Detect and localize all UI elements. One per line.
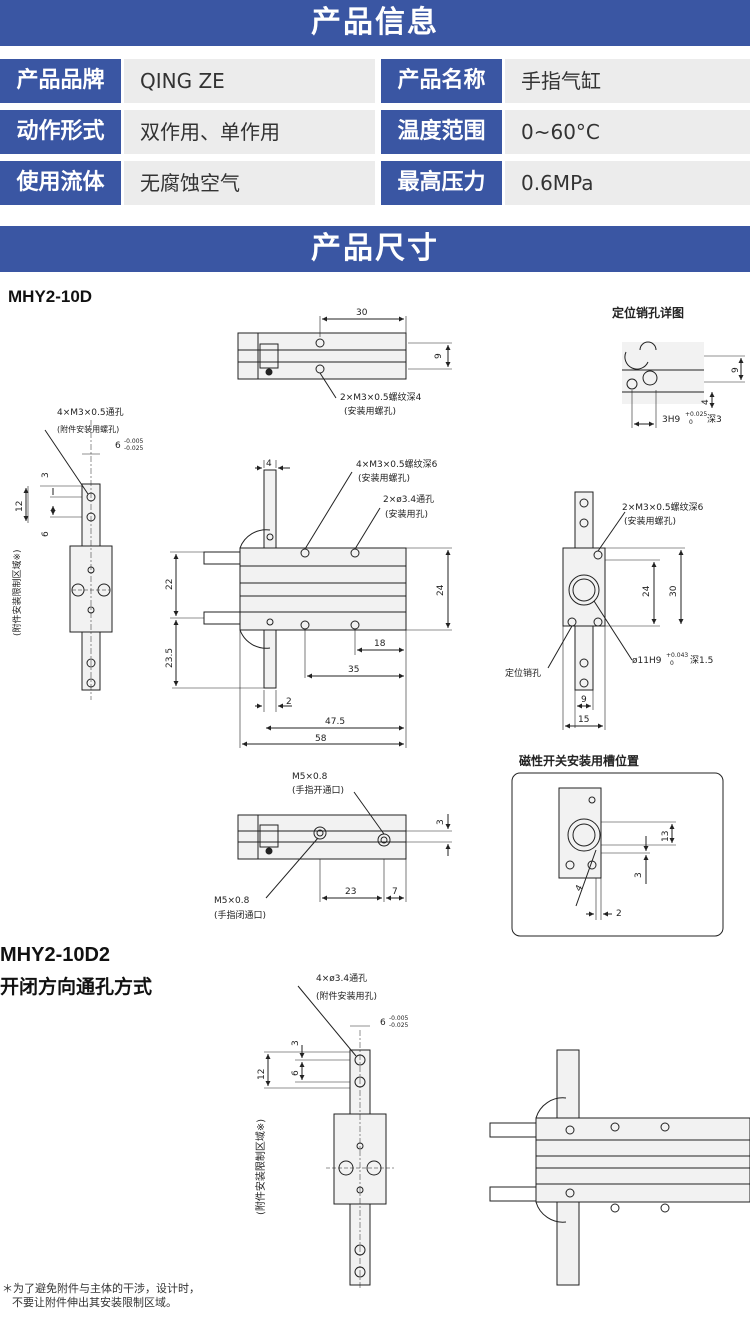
label-install-screw-2: (安装用螺孔): [358, 472, 410, 484]
label-restrict-2: (附件安装限制区域※): [254, 1119, 267, 1215]
dim-35: 35: [348, 665, 359, 675]
spec-label: 温度范围: [381, 110, 502, 154]
spec-value: 手指气缸: [505, 59, 750, 103]
label-attach-screw: (附件安装用螺孔): [57, 424, 119, 434]
label-bore: ø11H9: [632, 656, 662, 666]
model-title-2: MHY2-10D2: [0, 944, 111, 966]
label-m5-open: M5×0.8: [292, 772, 328, 782]
dim-9: 9: [434, 353, 444, 359]
dim-58: 58: [315, 734, 327, 744]
pin-detail: [622, 341, 745, 428]
dim-4c: 4: [574, 883, 586, 893]
label-m5-open-desc: (手指开通口): [292, 784, 344, 796]
label-bore-deep: 深1.5: [690, 655, 713, 666]
spec-label: 产品名称: [381, 59, 502, 103]
dim-12: 12: [15, 501, 25, 512]
dim-3d: 3: [291, 1040, 301, 1046]
dim-6-tol-2-lower: -0.025: [389, 1022, 409, 1029]
dim-24: 24: [436, 584, 446, 596]
dim-23-5: 23.5: [165, 648, 175, 668]
label-pin-hole: 定位销孔: [505, 667, 541, 679]
dim-2b: 2: [616, 909, 622, 919]
dim-30: 30: [356, 308, 368, 318]
dim-6-tol-lower: -0.025: [124, 445, 144, 452]
label-m3-thru: 4×M3×0.5通孔: [57, 407, 124, 418]
label-pin-tol: +0.025: [685, 411, 707, 418]
label-restrict: (附件安装限制区域※): [11, 549, 23, 636]
label-attach-hole: (附件安装用孔): [316, 990, 377, 1002]
magnet-slot-view: [511, 772, 724, 937]
spec-value: QING ZE: [124, 59, 375, 103]
spec-value: 0~60°C: [505, 110, 750, 154]
label-pin-deep: 深3: [707, 414, 722, 425]
label-bore-tol: +0.043: [666, 652, 688, 659]
banner-product-info: 产品信息: [0, 0, 750, 46]
footnote: ＊为了避免附件与主体的干涉，设计时， 不要让附件伸出其安装限制区域。: [2, 1282, 200, 1310]
label-m5-close-desc: (手指闭通口): [214, 909, 266, 921]
front-view: [170, 460, 452, 748]
spec-label: 产品品牌: [0, 59, 121, 103]
footnote-line-2: 不要让附件伸出其安装限制区域。: [12, 1296, 177, 1309]
dim-23: 23: [345, 887, 356, 897]
label-m5-close: M5×0.8: [214, 896, 250, 906]
dim-9b: 9: [581, 695, 587, 705]
spec-value: 0.6MPa: [505, 161, 750, 205]
dim-4b: 4: [701, 399, 711, 405]
top-view: [237, 316, 452, 399]
label-m3-deep6-2: 2×M3×0.5螺纹深6: [622, 501, 704, 513]
port-view: [237, 791, 452, 902]
dim-22: 22: [165, 579, 175, 590]
dim-13: 13: [661, 831, 671, 842]
dim-24b: 24: [642, 585, 652, 597]
spec-row: 产品品牌 QING ZE 产品名称 手指气缸: [0, 59, 750, 103]
dim-6-tol-upper: -0.005: [124, 438, 144, 445]
model-subtitle-2: 开闭方向通孔方式: [0, 976, 153, 998]
label-magnet-slot: 磁性开关安装用槽位置: [518, 753, 639, 768]
spec-value: 无腐蚀空气: [124, 161, 375, 205]
dim-6-tol-2: 6: [380, 1018, 386, 1028]
label-install-screw-3: (安装用螺孔): [624, 515, 676, 527]
dim-6-tol-2-upper: -0.005: [389, 1015, 409, 1022]
left-view: [23, 420, 113, 700]
label-m3-deep4: 2×M3×0.5螺纹深4: [340, 391, 422, 403]
spec-label: 动作形式: [0, 110, 121, 154]
dim-12b: 12: [257, 1069, 267, 1080]
dim-7: 7: [392, 887, 398, 897]
banner-product-size: 产品尺寸: [0, 226, 750, 272]
dim-6-tol: 6: [115, 441, 121, 451]
dim-3: 3: [41, 472, 51, 478]
d2-left-view: [264, 985, 394, 1290]
dim-2: 2: [286, 697, 292, 707]
d2-front-view: [489, 1049, 750, 1286]
label-pin-detail: 定位销孔详图: [612, 305, 684, 320]
spec-row: 动作形式 双作用、单作用 温度范围 0~60°C: [0, 110, 750, 154]
label-pin-spec: 3H9: [662, 415, 680, 425]
dim-3c: 3: [634, 872, 644, 878]
label-install-screw: (安装用螺孔): [344, 405, 396, 417]
dim-6: 6: [41, 531, 51, 537]
label-d34-2: 2×ø3.4通孔: [383, 494, 434, 505]
dim-30b: 30: [669, 585, 679, 597]
label-install-hole: (安装用孔): [385, 508, 428, 520]
label-m3-deep6-4: 4×M3×0.5螺纹深6: [356, 458, 438, 470]
right-side-view: [547, 491, 685, 730]
spec-label: 最高压力: [381, 161, 502, 205]
label-pin-tol0: 0: [689, 419, 693, 426]
dim-9c: 9: [731, 367, 741, 373]
model-title-1: MHY2-10D: [8, 287, 93, 306]
footnote-line-1: ＊为了避免附件与主体的干涉，设计时，: [2, 1282, 200, 1295]
dim-4: 4: [266, 459, 272, 469]
spec-row: 使用流体 无腐蚀空气 最高压力 0.6MPa: [0, 161, 750, 205]
dim-15: 15: [578, 715, 589, 725]
spec-label: 使用流体: [0, 161, 121, 205]
dim-3b: 3: [436, 819, 446, 825]
label-bore-tol0: 0: [670, 660, 674, 667]
spec-value: 双作用、单作用: [124, 110, 375, 154]
dim-6d: 6: [291, 1070, 301, 1076]
dim-18: 18: [374, 639, 386, 649]
dim-47-5: 47.5: [325, 717, 345, 727]
label-d34-4: 4×ø3.4通孔: [316, 973, 367, 984]
